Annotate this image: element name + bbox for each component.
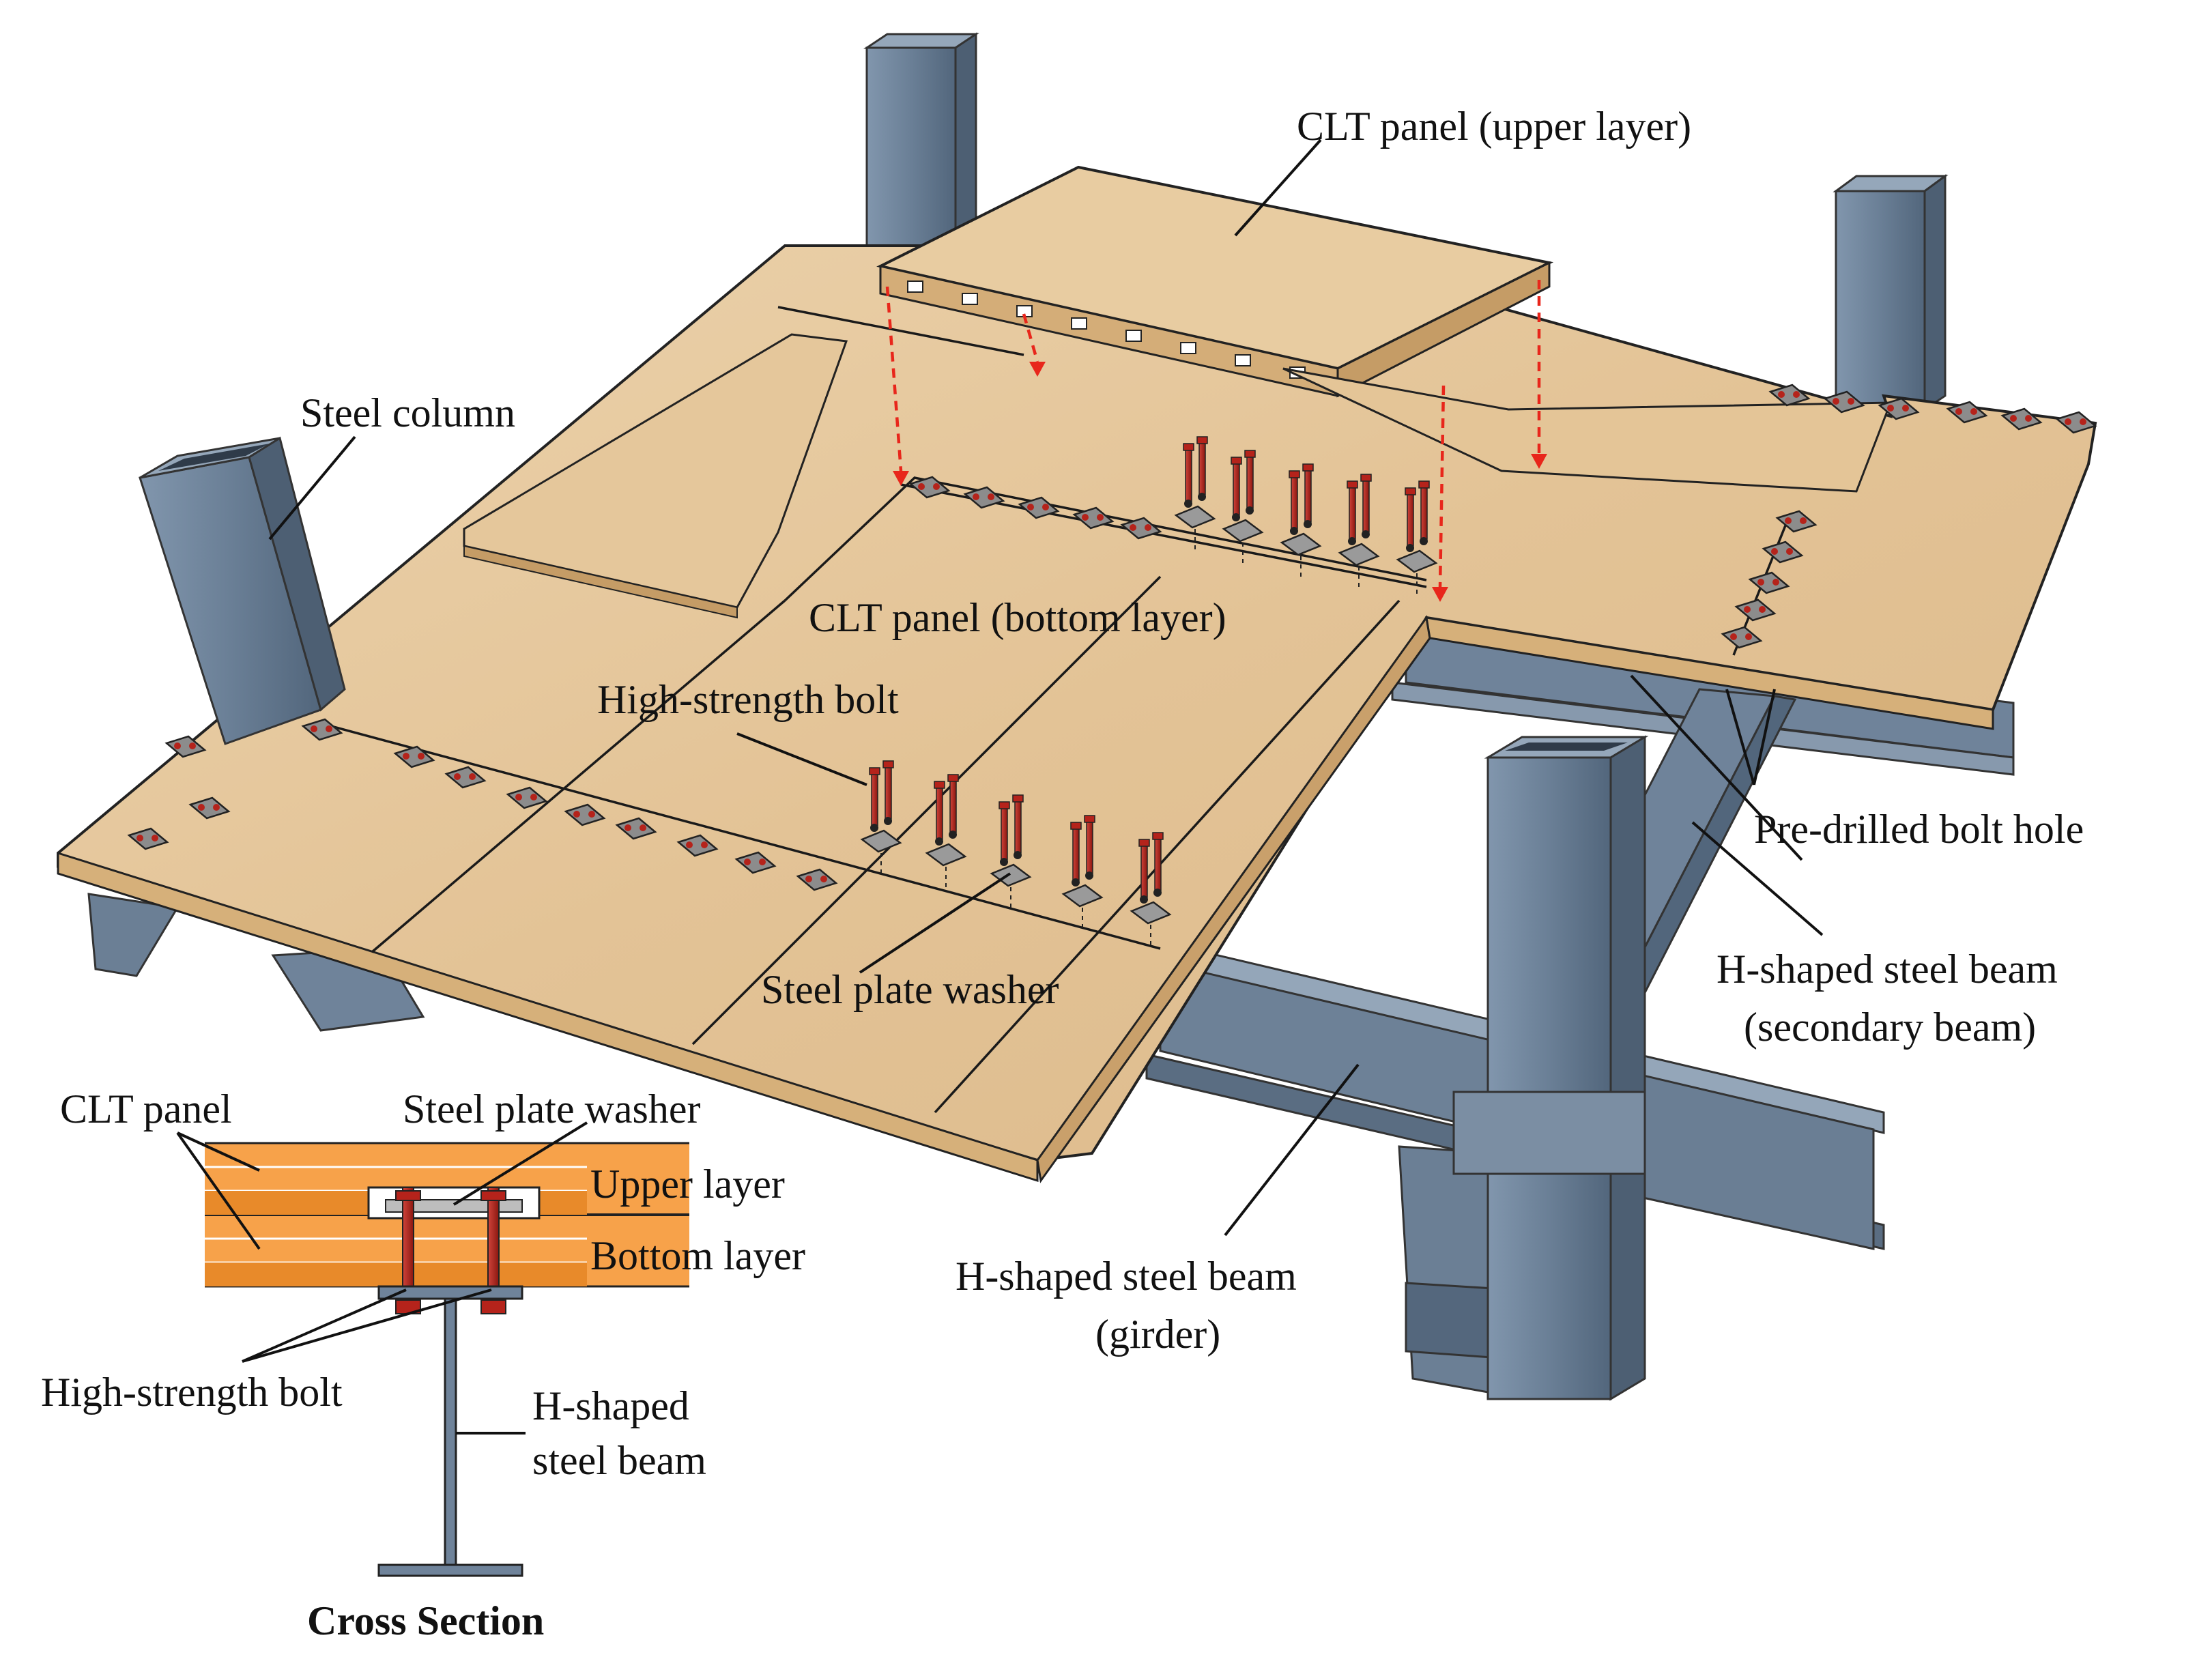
cs-label-bottom-layer: Bottom layer	[590, 1233, 805, 1278]
label-girder-1: H-shaped steel beam	[956, 1254, 1297, 1299]
washer-plate	[188, 796, 231, 820]
washer-plate	[1072, 506, 1115, 530]
washer-plate	[1120, 517, 1162, 540]
left-raised-panel-edge	[463, 545, 738, 619]
main-labels: CLT panel (upper layer) Steel column CLT…	[300, 104, 2084, 1357]
bolt-assembly	[1174, 436, 1216, 553]
cs-label-beam-1: H-shaped	[532, 1383, 689, 1428]
washer-plate	[1823, 390, 1865, 414]
label-hs-bolt: High-strength bolt	[597, 677, 899, 722]
bolt-assembly	[1130, 832, 1172, 949]
seam-5	[784, 476, 1427, 602]
washer-plate	[1762, 540, 1804, 564]
bolts-standing	[860, 436, 1438, 949]
washer-plate	[506, 786, 548, 809]
washer-plate	[615, 817, 657, 840]
washer-plate	[1018, 496, 1060, 519]
bolt-assembly	[1338, 474, 1380, 590]
label-secondary-2: (secondary beam)	[1744, 1005, 2036, 1050]
clt-upper-panel	[876, 165, 1554, 398]
column-connection-plate	[1452, 1091, 1646, 1175]
washer-plate	[2000, 407, 2043, 431]
floor-right-edge	[1425, 616, 1994, 730]
steel-frame	[87, 32, 2015, 1401]
bolt-assembly	[1061, 815, 1104, 932]
cross-section-h-beam	[377, 1285, 523, 1577]
bolt-assembly	[1222, 450, 1264, 566]
seam-2	[691, 575, 1162, 1046]
cs-label-washer: Steel plate washer	[403, 1086, 701, 1132]
bolt-row-line-front	[320, 722, 1161, 950]
washer-plate	[301, 718, 343, 741]
washer-plate	[164, 735, 207, 758]
label-steel-column: Steel column	[300, 390, 515, 435]
washer-plate	[1878, 397, 1920, 420]
washer-plate	[734, 851, 777, 874]
column-back-left	[863, 32, 979, 248]
cs-label-upper-layer: Upper layer	[590, 1162, 785, 1207]
label-clt-bottom: CLT panel (bottom layer)	[809, 595, 1226, 640]
leader-lines	[268, 139, 1824, 1237]
label-clt-upper: CLT panel (upper layer)	[1297, 104, 1691, 149]
washer-plate	[676, 834, 719, 857]
upper-panel-notches	[907, 280, 1306, 379]
placement-arrows	[885, 280, 1547, 602]
column-front-left	[139, 436, 346, 745]
cs-label-beam-2: steel beam	[532, 1438, 706, 1483]
bolt-assembly	[860, 760, 902, 877]
seam-4	[777, 306, 1024, 356]
washer-plate	[1946, 401, 1988, 424]
bolt-assembly	[925, 774, 967, 891]
label-girder-2: (girder)	[1095, 1312, 1220, 1357]
washer-plate	[393, 745, 435, 768]
washer-plate	[564, 803, 606, 826]
washer-plate	[796, 868, 838, 891]
right-raised-panel	[1282, 367, 1893, 493]
washer-plate	[1721, 626, 1763, 649]
column-back-right	[1833, 174, 1949, 412]
bolt-assembly	[990, 794, 1032, 911]
bolt-assembly	[1396, 480, 1438, 597]
washer-plate	[1748, 571, 1790, 594]
bolt-assembly	[1280, 463, 1322, 580]
label-secondary-1: H-shaped steel beam	[1717, 947, 2058, 992]
cross-section-bolts	[395, 1187, 506, 1314]
label-washer: Steel plate washer	[761, 967, 1059, 1012]
column-center-front	[1452, 735, 1649, 1401]
label-predrilled: Pre-drilled bolt hole	[1754, 807, 2084, 852]
cs-label-title: Cross Section	[307, 1598, 544, 1643]
washer-plate	[2055, 411, 2097, 434]
washer-plate	[127, 827, 169, 850]
washer-plate	[1768, 384, 1811, 407]
washer-plate	[1775, 510, 1818, 533]
seam-1	[371, 599, 786, 953]
seam-3	[934, 599, 1401, 1114]
edge-beam-left	[87, 893, 179, 977]
washer-plate	[908, 476, 951, 499]
washer-plate	[963, 486, 1005, 509]
washer-plate	[1734, 599, 1777, 622]
cs-label-clt-panel: CLT panel	[60, 1086, 232, 1132]
floor-front-edge	[57, 851, 1039, 1183]
cs-label-hs-bolt: High-strength bolt	[41, 1370, 343, 1415]
washer-plate	[444, 766, 487, 789]
cross-section-detail: CLT panel Steel plate washer Upper layer…	[41, 1086, 805, 1643]
